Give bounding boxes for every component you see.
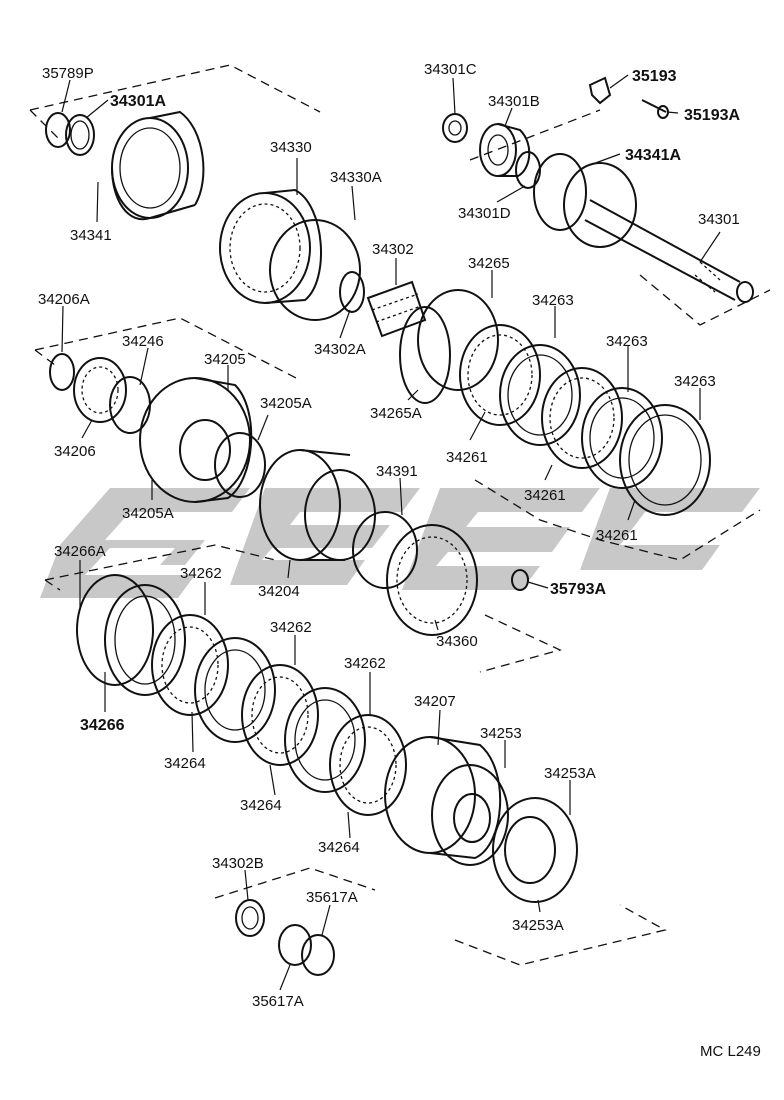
figure-code: MC L249 (700, 1043, 761, 1060)
part-shaft-34301 (563, 162, 754, 303)
part-o-ring-34205A (214, 432, 266, 498)
part-race-34246 (109, 376, 151, 434)
part-bushing-34302B (235, 899, 265, 937)
label-35617A-upper: 35617A (306, 889, 358, 906)
label-34261-2: 34261 (524, 487, 566, 504)
label-34302: 34302 (372, 241, 414, 258)
label-34265: 34265 (468, 255, 510, 272)
label-34301B: 34301B (488, 93, 540, 110)
part-snap-ring-34266A (76, 574, 154, 686)
label-34253: 34253 (480, 725, 522, 742)
part-piston-34205 (139, 377, 253, 503)
part-snap-ring-34265 (417, 289, 499, 391)
label-34206A: 34206A (38, 291, 90, 308)
part-hub-34330 (219, 188, 322, 304)
part-labels: 35789P 34301A 34341 34301C 34301B 35193 … (38, 61, 761, 1060)
label-34264-2: 34264 (240, 797, 282, 814)
label-34253A-upper: 34253A (544, 765, 596, 782)
label-34266: 34266 (80, 717, 125, 734)
label-34205A-lower: 34205A (122, 505, 174, 522)
label-34262-2: 34262 (270, 619, 312, 636)
part-snap-ring-34302A (339, 271, 365, 313)
part-bolt-35193A (641, 99, 669, 119)
label-34265A: 34265A (370, 405, 422, 422)
part-piston-34253 (431, 764, 509, 866)
label-35793A: 35793A (550, 581, 606, 598)
label-34302A: 34302A (314, 341, 366, 358)
part-flange-34266 (104, 584, 186, 696)
label-34263-1: 34263 (532, 292, 574, 309)
part-nut-34301C (442, 113, 468, 143)
label-34261-3: 34261 (596, 527, 638, 544)
label-34207: 34207 (414, 693, 456, 710)
label-34263-2: 34263 (606, 333, 648, 350)
label-34301D: 34301D (458, 205, 511, 222)
label-34262-1: 34262 (180, 565, 222, 582)
label-34204: 34204 (258, 583, 300, 600)
label-34206: 34206 (54, 443, 96, 460)
part-clip-35793A (511, 569, 529, 591)
part-snap-ring-34391 (352, 511, 418, 589)
part-bushing-34301A (65, 114, 95, 156)
label-34341: 34341 (70, 227, 112, 244)
label-35617A-lower: 35617A (252, 993, 304, 1010)
part-shaft-34302 (366, 280, 427, 338)
label-34301A: 34301A (110, 93, 166, 110)
label-34360: 34360 (436, 633, 478, 650)
label-34205: 34205 (204, 351, 246, 368)
label-34301C: 34301C (424, 61, 477, 78)
part-seal-34253A (492, 797, 578, 903)
leader-lines (61, 74, 721, 991)
label-34264-1: 34264 (164, 755, 206, 772)
label-34253A-lower: 34253A (512, 917, 564, 934)
part-drum-34341 (111, 110, 205, 221)
part-hub-34204 (259, 449, 376, 561)
label-34301: 34301 (698, 211, 740, 228)
label-34262-3: 34262 (344, 655, 386, 672)
part-snap-ring-35789P (45, 112, 71, 148)
label-34263-3: 34263 (674, 373, 716, 390)
label-34205A-upper: 34205A (260, 395, 312, 412)
label-34266A: 34266A (54, 543, 106, 560)
label-34246: 34246 (122, 333, 164, 350)
label-35789P: 35789P (42, 65, 94, 82)
part-bushing-34301D (515, 151, 541, 189)
part-bracket-35193 (588, 76, 612, 105)
part-snap-ring-34341A (533, 153, 587, 231)
part-snap-ring-34265A (399, 306, 451, 404)
watermark-logo (40, 488, 760, 598)
part-hub-34360 (386, 524, 478, 636)
part-seal-rings-35617A (278, 924, 335, 976)
part-discs-34261-34263 (459, 324, 711, 516)
label-34302B: 34302B (212, 855, 264, 872)
label-35193: 35193 (632, 68, 677, 85)
label-34330A: 34330A (330, 169, 382, 186)
part-bearing-34301B (479, 123, 531, 177)
label-34330: 34330 (270, 139, 312, 156)
label-35193A: 35193A (684, 107, 740, 124)
label-34391: 34391 (376, 463, 418, 480)
part-snap-ring-34330A (269, 219, 361, 321)
label-34264-3: 34264 (318, 839, 360, 856)
label-34261-1: 34261 (446, 449, 488, 466)
label-34341A: 34341A (625, 147, 681, 164)
part-snap-ring-34206A (49, 353, 75, 391)
part-discs-34262-34264 (151, 614, 407, 816)
part-one-way-clutch-34206 (73, 357, 127, 423)
